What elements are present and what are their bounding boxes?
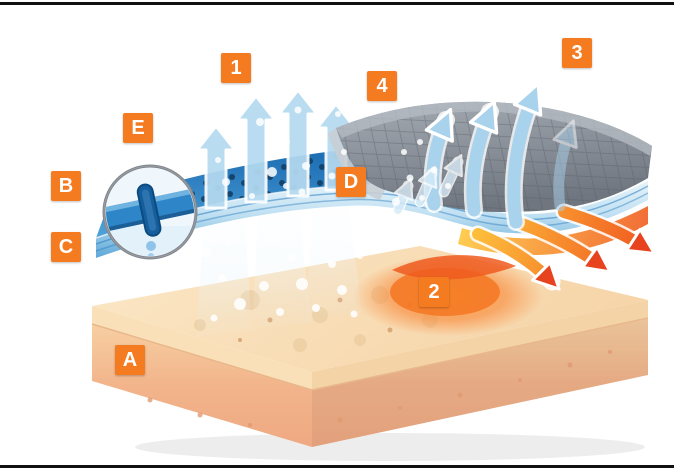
fabric-top-highlight <box>336 101 652 156</box>
moisture-bubbles-above <box>215 106 451 206</box>
heat-arrow <box>516 218 612 274</box>
lens-membrane <box>106 183 194 237</box>
label-marker-D: D <box>336 167 366 197</box>
vapor-arrow <box>235 94 277 204</box>
vapor-arrow-curved <box>466 99 499 217</box>
lens-droplet <box>146 241 156 251</box>
label-marker-2: 2 <box>419 277 449 307</box>
label-marker-B: B <box>51 171 81 201</box>
vapor-columns <box>196 203 362 336</box>
vapor-arrow-curved <box>552 119 578 212</box>
moisture-bubbles-below <box>201 236 363 322</box>
heat-arrow <box>558 206 656 255</box>
heat-arrow <box>472 228 561 291</box>
frame-line-top <box>0 2 674 5</box>
skin-front-freckles <box>147 350 612 427</box>
heat-arrows <box>458 203 656 291</box>
fabric-torn-edge <box>328 128 385 200</box>
vapor-arrow <box>195 124 237 210</box>
label-marker-C: C <box>51 232 81 262</box>
label-marker-A: A <box>115 345 145 375</box>
label-marker-E: E <box>123 113 153 143</box>
vapor-arrow-small <box>393 177 414 214</box>
frame-line-bottom <box>0 465 674 468</box>
label-marker-4: 4 <box>367 71 397 101</box>
ground-shadow <box>135 433 645 461</box>
vapor-arrow-curved <box>507 81 543 229</box>
vapor-arrow-curved <box>424 107 454 211</box>
label-marker-3: 3 <box>562 38 592 68</box>
label-marker-1: 1 <box>221 53 251 83</box>
vapor-arrows-curved <box>423 81 578 231</box>
